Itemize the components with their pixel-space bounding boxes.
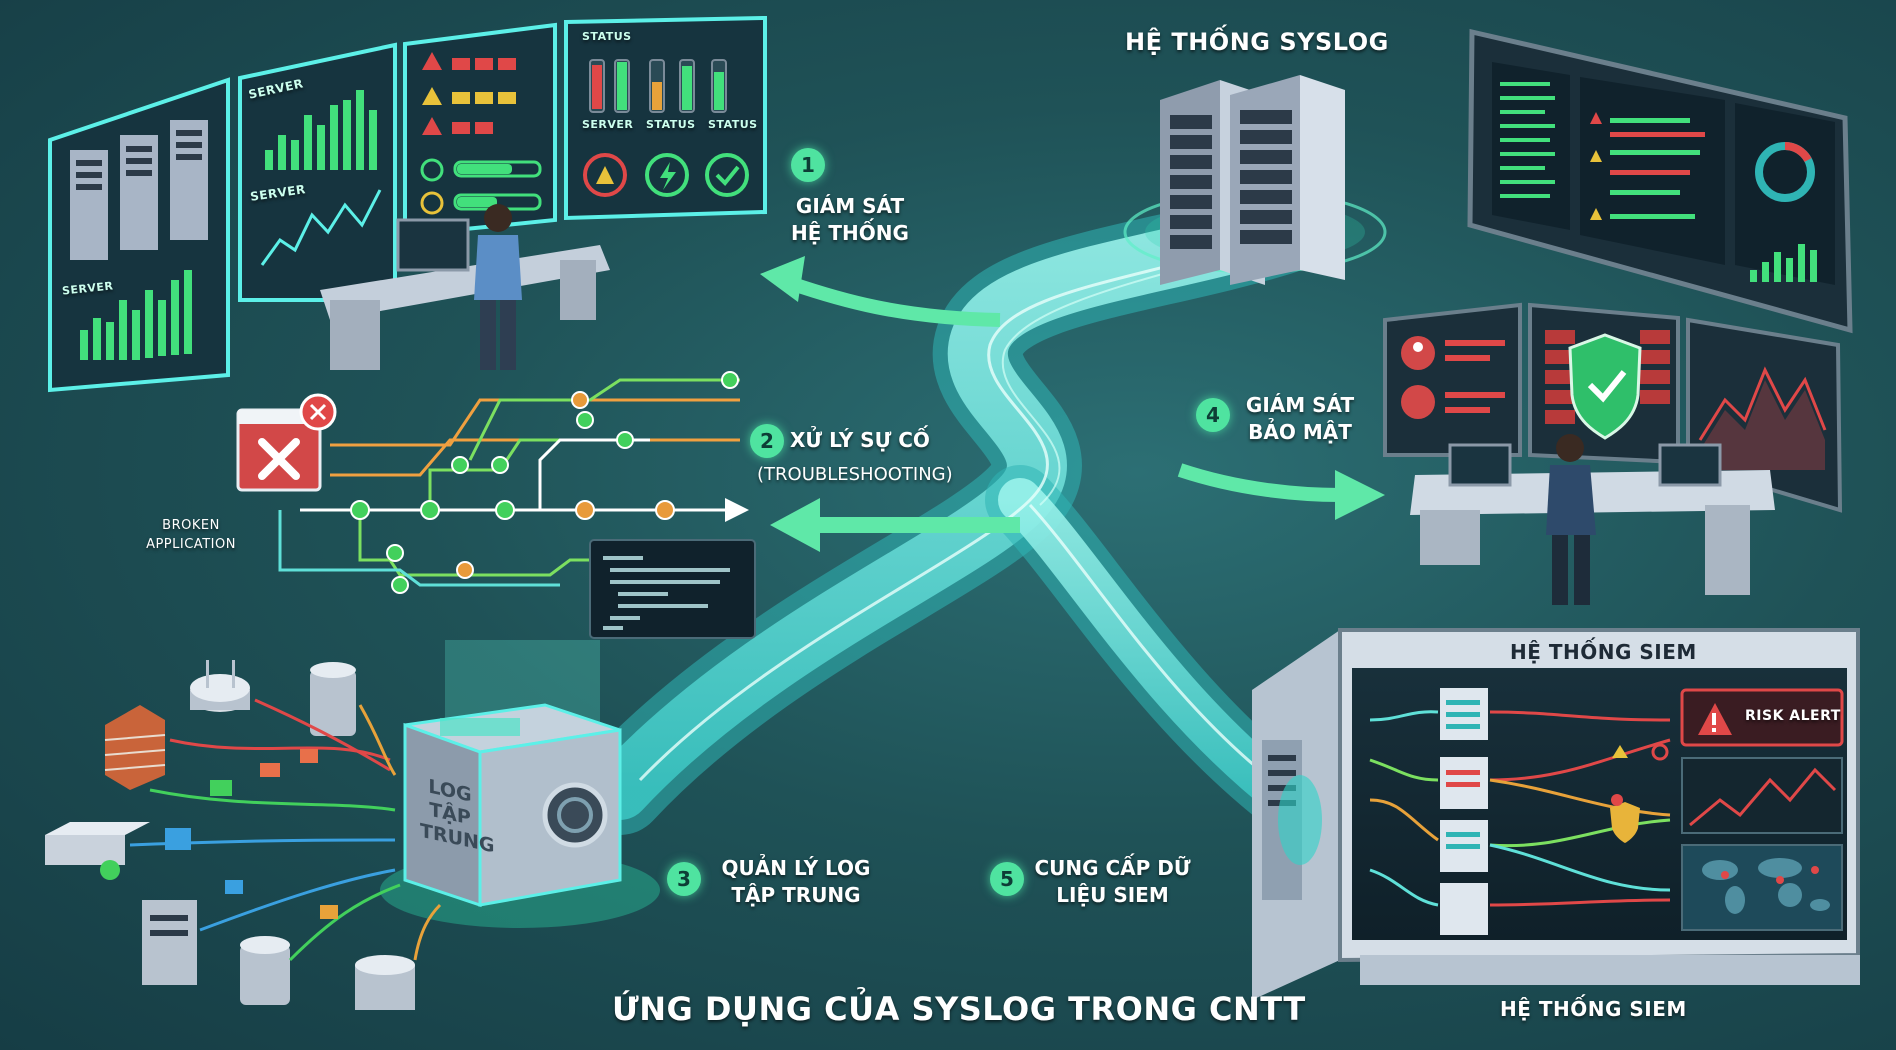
- step-1-text: GIÁM SÁT HỆ THỐNG: [770, 193, 930, 247]
- risk-alert-label: RISK ALERT: [1745, 708, 1841, 724]
- log-sources: [45, 660, 442, 1010]
- step-3-line1: QUẢN LÝ LOG: [721, 856, 871, 880]
- step-5-badge: 5: [990, 862, 1024, 896]
- broken-line1: BROKEN: [162, 518, 220, 533]
- monitoring-wall: [48, 15, 767, 393]
- status-panel-title: STATUS: [582, 30, 632, 43]
- siem-bottom-label: HỆ THỐNG SIEM: [1500, 997, 1687, 1021]
- step-3-line2: TẬP TRUNG: [731, 883, 861, 907]
- step-4-text: GIÁM SÁT BẢO MẬT: [1225, 392, 1375, 446]
- step-5-line2: LIỆU SIEM: [1056, 883, 1169, 907]
- siem-console: [1252, 628, 1860, 1000]
- step-5-text: CUNG CẤP DỮ LIỆU SIEM: [1025, 855, 1200, 909]
- log-vault-label: LOG TẬP TRUNG: [420, 774, 495, 857]
- arrow-to-security: [1177, 463, 1385, 520]
- step-1-line2: HỆ THỐNG: [791, 221, 909, 245]
- syslog-server-rack: [1123, 75, 1387, 285]
- arrow-to-troubleshooting: [770, 498, 1020, 552]
- step-4-badge: 4: [1196, 398, 1230, 432]
- broken-line2: APPLICATION: [146, 537, 236, 552]
- central-log-vault: [380, 640, 660, 928]
- step-5-line1: CUNG CẤP DỮ: [1034, 856, 1191, 880]
- arrow-to-monitoring: [760, 256, 1001, 327]
- broken-application-label: BROKEN APPLICATION: [136, 516, 246, 554]
- step-3-text: QUẢN LÝ LOG TẬP TRUNG: [706, 855, 886, 909]
- troubleshooting-flow: [236, 371, 756, 639]
- step-4-line2: BẢO MẬT: [1248, 420, 1352, 444]
- page-title: ỨNG DỤNG CỦA SYSLOG TRONG CNTT: [612, 990, 1306, 1028]
- status-label-1: SERVER: [582, 118, 634, 131]
- step-2-line2: (TROUBLESHOOTING): [757, 464, 953, 485]
- log-console-wall: [1467, 28, 1853, 334]
- security-station: [1383, 302, 1843, 605]
- siem-top-label: HỆ THỐNG SIEM: [1510, 640, 1697, 664]
- status-label-2: STATUS: [646, 118, 696, 131]
- step-2-badge: 2: [750, 424, 784, 458]
- step-4-line1: GIÁM SÁT: [1245, 393, 1355, 417]
- status-label-3: STATUS: [708, 118, 758, 131]
- step-1-line1: GIÁM SÁT: [795, 194, 905, 218]
- step-2-line1: XỬ LÝ SỰ CỐ: [790, 428, 930, 452]
- step-1-badge: 1: [791, 148, 825, 182]
- step-3-badge: 3: [667, 862, 701, 896]
- syslog-system-label: HỆ THỐNG SYSLOG: [1125, 28, 1389, 56]
